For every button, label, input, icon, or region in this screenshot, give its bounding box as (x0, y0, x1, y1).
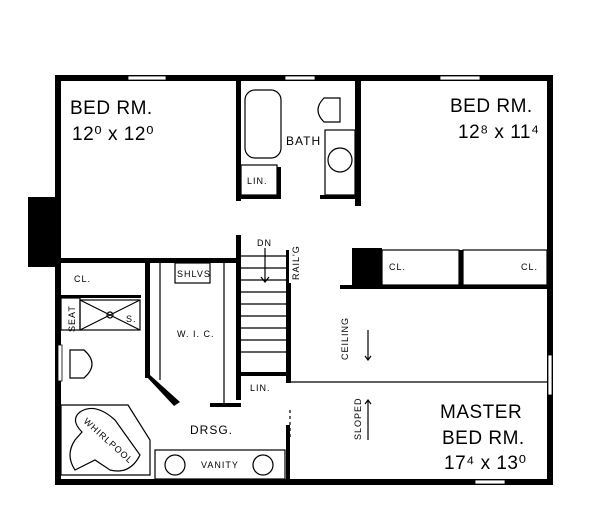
wic-label: W. I. C. (177, 329, 215, 339)
stairs-dn-label: DN (257, 238, 272, 248)
seat-label: SEAT (67, 305, 77, 332)
vanity-counter (154, 449, 286, 480)
cl-mid-label: CL. (389, 262, 406, 272)
sloped-arrows (364, 330, 372, 440)
bed-left-dims: 12⁰ x 12⁰ (72, 124, 154, 145)
cl-right-label: CL. (521, 262, 538, 272)
windows (57, 75, 553, 485)
master-name-2: BED RM. (442, 428, 525, 449)
toilet-icon (317, 97, 341, 123)
stairs (241, 248, 289, 353)
lin-upper-label: LIN. (247, 176, 268, 186)
bed-right-name: BED RM. (450, 96, 533, 117)
interior-walls (61, 81, 548, 479)
dressing-label: DRSG. (190, 423, 233, 437)
cl-left-label: CL. (74, 274, 91, 284)
vanity-label: VANITY (201, 460, 239, 470)
chimney (28, 197, 58, 267)
shelves-label: SHLVS (177, 269, 211, 279)
whirlpool-label: WHIRLPOOL (82, 416, 136, 466)
toilet-icon-2 (69, 349, 93, 379)
sloped-label: SLOPED (353, 397, 363, 440)
ceiling-label: CEILING (340, 317, 350, 360)
master-dims: 17⁴ x 13⁰ (444, 453, 527, 474)
whirlpool-tub (69, 407, 141, 472)
shower-label: S. (126, 314, 137, 324)
bed-right-dims: 12⁸ x 11⁴ (458, 122, 540, 143)
bath-label: BATH (286, 134, 321, 148)
lin-lower-label: LIN. (250, 383, 271, 393)
sink-icon (327, 147, 353, 173)
master-name-1: MASTER (440, 402, 522, 423)
railing-label: RAIL'G (291, 245, 301, 280)
bathtub (244, 89, 282, 159)
bed-left-name: BED RM. (70, 98, 153, 119)
fixtures (60, 89, 548, 480)
